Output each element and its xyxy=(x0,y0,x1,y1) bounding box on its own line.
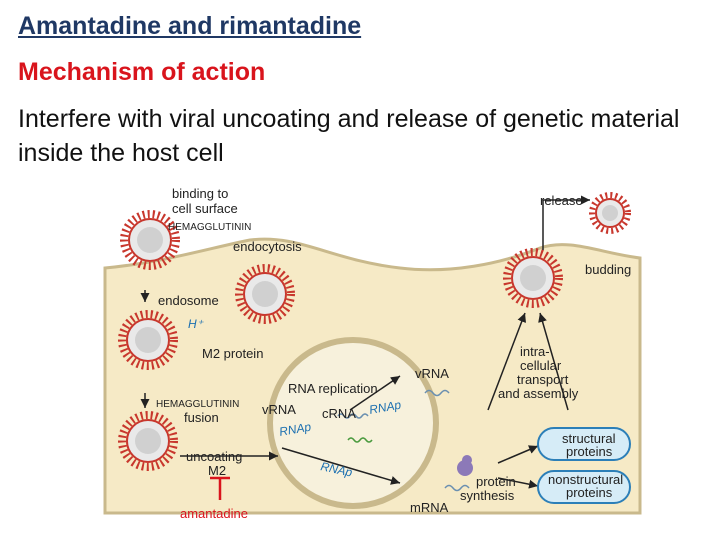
label-structural-1: structural xyxy=(562,431,616,446)
virus-particle xyxy=(589,192,631,234)
mrna-strand xyxy=(444,484,470,492)
virus-particle xyxy=(120,210,180,270)
ribosome-icon xyxy=(457,455,473,476)
label-structural-2: proteins xyxy=(566,444,613,459)
label-m2-protein: M2 protein xyxy=(202,346,263,361)
label-synthesis: synthesis xyxy=(460,488,515,503)
label-transport-4: and assembly xyxy=(498,386,579,401)
influenza-replication-diagram: binding to cell surface HEMAGGLUTININ en… xyxy=(103,186,642,521)
label-nonstructural-2: proteins xyxy=(566,485,613,500)
arrow-to-nonstructural xyxy=(497,477,539,489)
label-uncoating: uncoating xyxy=(186,449,242,464)
virus-particle xyxy=(118,411,178,471)
label-endocytosis: endocytosis xyxy=(233,239,302,254)
label-rna-replication: RNA replication xyxy=(288,381,378,396)
vrna-strand xyxy=(424,389,450,397)
arrow-to-release xyxy=(542,195,590,250)
label-transport-3: transport xyxy=(517,372,569,387)
label-cell-surface: cell surface xyxy=(172,201,238,216)
label-budding: budding xyxy=(585,262,631,277)
label-release: release xyxy=(540,193,583,208)
vrna-strand xyxy=(337,413,369,419)
slide-body-text: Interfere with viral uncoating and relea… xyxy=(18,105,680,167)
virus-particle xyxy=(235,264,295,324)
label-h-plus: H⁺ xyxy=(188,317,205,331)
label-nonstructural-1: nonstructural xyxy=(548,472,623,487)
label-hemagglutinin-fusion: HEMAGGLUTININ xyxy=(156,399,239,410)
label-rnap: RNAp xyxy=(319,459,354,479)
label-transport-1: intra- xyxy=(520,344,550,359)
label-binding: binding to xyxy=(172,186,228,201)
virus-particle xyxy=(118,310,178,370)
label-rnap: RNAp xyxy=(278,420,312,439)
crna-strand xyxy=(347,437,373,443)
label-m2: M2 xyxy=(208,463,226,478)
nonstructural-proteins-box xyxy=(537,470,631,504)
arrow-mrna-replication xyxy=(281,447,401,485)
structural-proteins-box xyxy=(537,427,631,461)
label-protein: protein xyxy=(476,474,516,489)
arrow-to-budding xyxy=(487,312,526,411)
label-mrna: mRNA xyxy=(410,500,449,515)
slide-subtitle: Mechanism of action xyxy=(18,58,266,86)
virus-particle xyxy=(503,248,563,308)
label-fusion: fusion xyxy=(184,410,219,425)
label-hemagglutinin: HEMAGGLUTININ xyxy=(168,222,251,233)
slide-title: Amantadine and rimantadine xyxy=(18,12,362,40)
label-amantadine: amantadine xyxy=(180,506,248,521)
arrow-to-structural xyxy=(497,445,539,464)
label-endosome: endosome xyxy=(158,293,219,308)
label-transport-2: cellular xyxy=(520,358,562,373)
label-vrna-top: vRNA xyxy=(415,366,449,381)
label-crna: cRNA xyxy=(322,406,356,421)
label-rnap: RNAp xyxy=(368,398,402,417)
arrow-vrna-replication xyxy=(349,375,401,411)
amantadine-inhibition-line xyxy=(210,476,230,500)
arrow-to-budding xyxy=(538,312,569,411)
label-vrna-left: vRNA xyxy=(262,402,296,417)
